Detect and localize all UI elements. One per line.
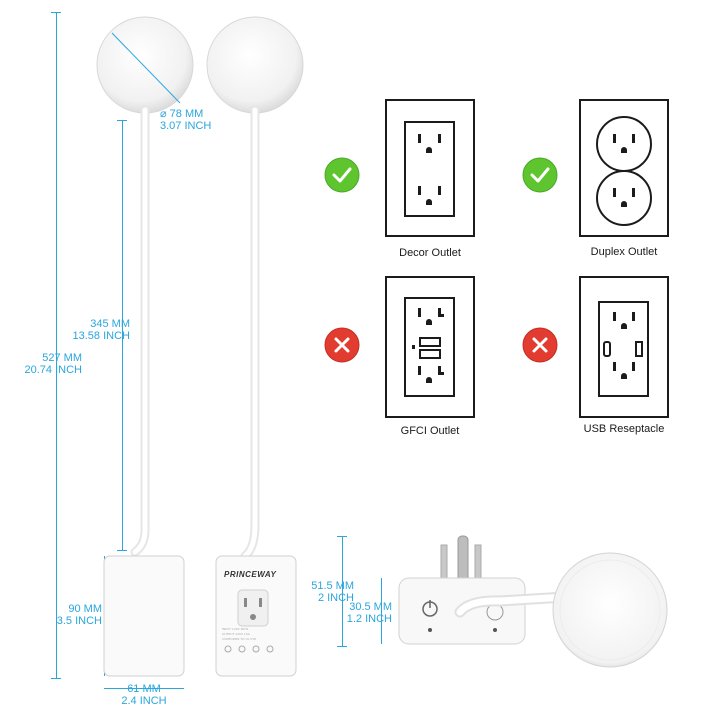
base-width-label: 61 MM 2.4 INCH: [104, 683, 184, 707]
decor-outlet-badge: [324, 157, 360, 193]
check-icon: [522, 157, 558, 193]
arm-length-tick-bottom: [117, 550, 127, 551]
side-depth-mm: 30.5 MM: [349, 601, 392, 613]
base-width-inch: 2.4 INCH: [121, 695, 167, 707]
side-depth-line: [381, 578, 382, 644]
diameter-inch: 3.07 INCH: [160, 120, 212, 132]
arm-length-tick-top: [117, 120, 127, 121]
arm-length-line: [122, 120, 123, 550]
base-height-label: 90 MM 3.5 INCH: [40, 603, 102, 627]
arm-length-mm: 345 MM: [90, 318, 130, 330]
brand-logo: PRINCEWAY: [224, 570, 277, 579]
total-height-tick-bottom: [51, 678, 61, 679]
cross-icon: [522, 327, 558, 363]
side-height-inch: 2 INCH: [317, 592, 354, 604]
base-width-line: [104, 688, 184, 689]
power-icon: [422, 600, 438, 617]
usb-receptacle-badge: [522, 327, 558, 363]
side-height-line: [342, 536, 343, 646]
gfci-outlet-drawing: [385, 276, 475, 418]
gfci-outlet-badge: [324, 327, 360, 363]
total-height-line: [56, 12, 57, 678]
usb-receptacle-drawing: [579, 276, 669, 418]
check-icon: [324, 157, 360, 193]
lamp-front: [96, 16, 194, 677]
decor-outlet-drawing: [385, 99, 475, 237]
total-height-mm: 527 MM: [42, 352, 82, 364]
arm-length-label: 345 MM 13.58 INCH: [50, 318, 130, 342]
base-width-mm: 61 MM: [127, 683, 161, 695]
duplex-outlet-label: Duplex Outlet: [590, 246, 658, 258]
side-height-label: 51.5 MM 2 INCH: [290, 580, 354, 604]
arm-length-inch: 13.58 INCH: [72, 330, 130, 342]
total-height-inch: 20.74 INCH: [24, 364, 82, 376]
diameter-label: ⌀ 78 MM 3.07 INCH: [160, 108, 250, 132]
gfci-outlet-label: GFCI Outlet: [400, 425, 460, 437]
side-height-tick-top: [337, 536, 347, 537]
side-height-tick-bottom: [337, 646, 347, 647]
svg-text:INPUT 120V 60Hz: INPUT 120V 60Hz: [222, 627, 249, 631]
base-height-mm: 90 MM: [68, 603, 102, 615]
lamp-back: INPUT 120V 60Hz OUTPUT 120V 15A CONFORMS…: [206, 16, 304, 677]
diameter-mm: ⌀ 78 MM: [160, 108, 204, 120]
side-height-mm: 51.5 MM: [311, 580, 354, 592]
usb-receptacle-label: USB Reseptacle: [583, 423, 665, 435]
cross-icon: [324, 327, 360, 363]
duplex-outlet-badge: [522, 157, 558, 193]
side-depth-label: 30.5 MM 1.2 INCH: [320, 601, 392, 625]
svg-text:OUTPUT 120V 15A: OUTPUT 120V 15A: [222, 632, 251, 636]
base-height-inch: 3.5 INCH: [56, 615, 102, 627]
total-height-label: 527 MM 20.74 INCH: [0, 352, 82, 376]
side-depth-inch: 1.2 INCH: [346, 613, 392, 625]
decor-outlet-label: Decor Outlet: [399, 247, 461, 259]
total-height-tick-top: [51, 12, 61, 13]
svg-text:CONFORMS TO UL STD: CONFORMS TO UL STD: [222, 637, 257, 641]
duplex-outlet-drawing: [579, 99, 669, 237]
